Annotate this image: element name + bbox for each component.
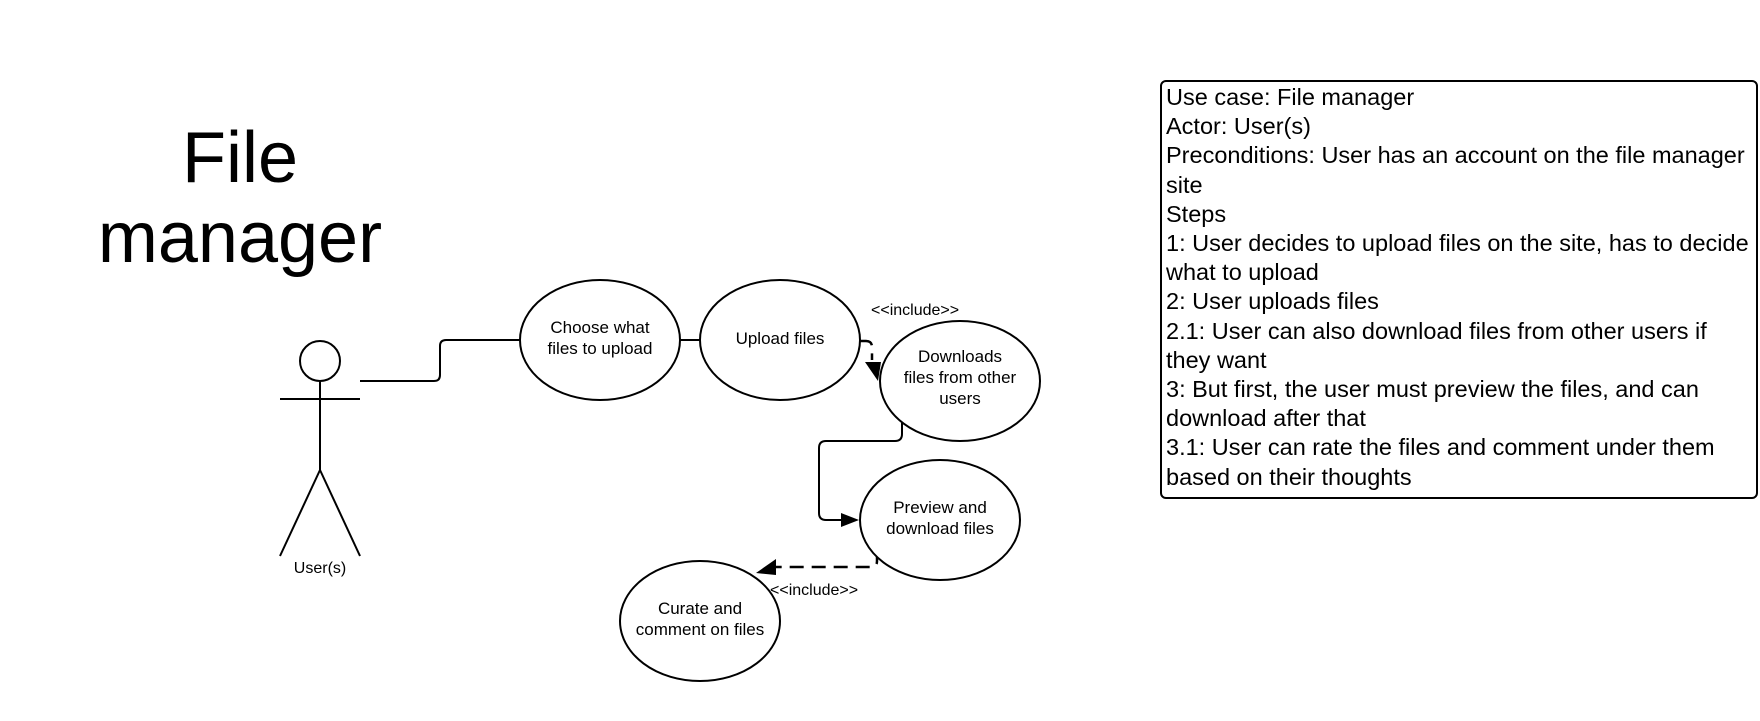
include-arrowhead-top <box>865 362 881 381</box>
actor-figure <box>279 340 361 557</box>
description-step-3: 3: But first, the user must preview the … <box>1166 376 1699 432</box>
use-case-ellipse <box>859 459 1021 581</box>
actor-right-leg <box>319 469 361 557</box>
description-steps-heading: Steps <box>1166 200 1227 227</box>
use-case-download-files[interactable]: Downloads files from other users <box>879 320 1041 442</box>
description-step-2-1: 2.1: User can also download files from o… <box>1166 317 1707 373</box>
use-case-preview-line-1: Preview and <box>893 498 987 517</box>
use-case-ellipse <box>699 279 861 401</box>
description-preconditions: Preconditions: User has an account on th… <box>1166 142 1745 198</box>
description-step-3-1: 3.1: User can rate the files and comment… <box>1166 434 1715 490</box>
use-case-download-line-2: files from other <box>904 368 1017 387</box>
diagram-title-line-2: manager <box>98 198 382 278</box>
use-case-curate-line-2: comment on files <box>636 620 765 639</box>
use-case-preview-download[interactable]: Preview and download files <box>859 459 1021 581</box>
use-case-choose-line-1: Choose what <box>550 318 650 337</box>
use-case-curate-comment[interactable]: Curate and comment on files <box>619 560 781 682</box>
include-label-bottom: <<include>> <box>770 582 858 599</box>
include-label-top: <<include>> <box>871 302 959 319</box>
description-use-case: Use case: File manager <box>1166 84 1415 110</box>
actor-label: User(s) <box>294 560 346 577</box>
actor-left-leg <box>279 469 321 557</box>
use-case-preview-line-2: download files <box>886 519 994 538</box>
use-case-choose-files[interactable]: Choose what files to upload <box>519 279 681 401</box>
actor-to-choose-association <box>360 339 520 382</box>
include-arrowhead-bottom <box>756 559 776 575</box>
description-step-2: 2: User uploads files <box>1166 288 1379 315</box>
description-actor: Actor: User(s) <box>1166 113 1311 140</box>
connector-arrowhead-preview <box>841 513 859 527</box>
diagram-title-line-1: File <box>182 118 298 198</box>
include-preview-to-curate <box>776 550 879 569</box>
use-case-ellipse <box>879 320 1041 442</box>
use-case-choose-line-2: files to upload <box>548 339 653 358</box>
use-case-upload-line-1: Upload files <box>736 329 825 348</box>
use-case-ellipse <box>519 279 681 401</box>
actor-head <box>299 340 341 382</box>
include-upload-to-download <box>860 339 874 360</box>
use-case-ellipse <box>619 560 781 682</box>
use-case-curate-line-1: Curate and <box>658 599 742 618</box>
use-case-download-line-3: users <box>939 389 981 408</box>
use-case-upload-files[interactable]: Upload files <box>699 279 861 401</box>
description-step-1: 1: User decides to upload files on the s… <box>1166 230 1749 286</box>
use-case-download-line-1: Downloads <box>918 347 1002 366</box>
download-to-preview-connector <box>818 423 903 521</box>
use-case-description-box: Use case: File manager Actor: User(s) Pr… <box>1160 80 1758 499</box>
